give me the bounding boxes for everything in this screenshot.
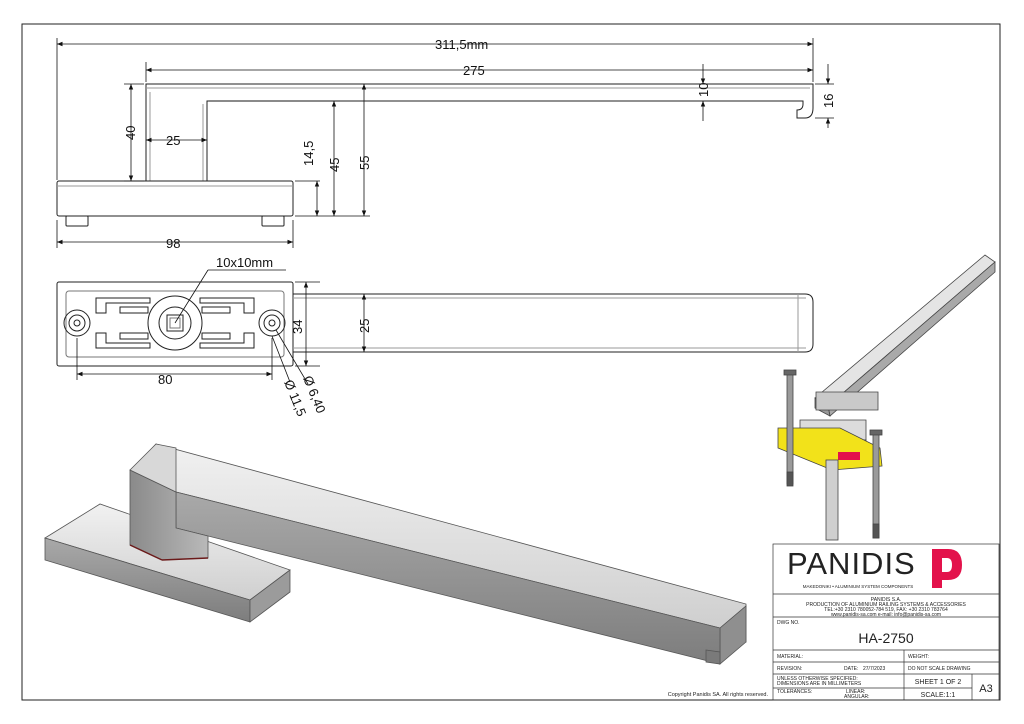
top-view-dimensions <box>76 269 367 385</box>
front-view-dimensions <box>56 38 834 248</box>
weight-label: WEIGHT: <box>908 654 929 660</box>
dim-base-height-3: 55 <box>357 156 372 170</box>
dim-overall-length: 311,5mm <box>435 37 488 52</box>
unless-note-2: DIMENSIONS ARE IN MILLIMETERS <box>777 681 862 687</box>
brand-tagline: MAKEDONIKI • ALUMINIUM SYSTEM COMPONENTS <box>803 584 914 589</box>
angular-label: ANGULAR: <box>844 694 870 700</box>
brand-logo-text: PANIDIS <box>787 546 916 581</box>
drawing-scale: SCALE:1:1 <box>921 692 956 699</box>
dim-square-spindle: 10x10mm <box>216 255 273 270</box>
sheet-border <box>21 23 1001 701</box>
sheet-size: A3 <box>979 683 992 695</box>
dim-neck-width: 25 <box>166 133 180 148</box>
dwg-no-label: DWG NO. <box>777 620 800 626</box>
date-label: DATE: <box>844 666 858 672</box>
unless-note-1: UNLESS OTHERWISE SPECIFIED: <box>777 676 858 682</box>
company-phone: TEL:+30 2310 780052-784 519, FAX: +30 23… <box>824 607 948 613</box>
title-block <box>772 543 1000 701</box>
front-view <box>56 83 814 227</box>
dim-base-height-1: 14,5 <box>301 141 316 166</box>
company-description: PRODUCTION OF ALUMINIUM RAILING SYSTEMS … <box>806 602 966 608</box>
no-scale-note: DO NOT SCALE DRAWING <box>908 666 971 672</box>
dim-lever-length: 275 <box>463 63 485 78</box>
company-web: www.panidis-sa.com e-mail: info@panidis-… <box>831 612 941 618</box>
drawing-date: 27/7/2023 <box>863 666 885 672</box>
dim-lever-thickness: 10 <box>696 83 711 97</box>
drawing-number: HA-2750 <box>858 630 913 646</box>
brand-logo-mark <box>932 549 962 588</box>
dim-base-width: 34 <box>290 320 305 334</box>
company-name: PANIDIS S.A. <box>871 597 901 603</box>
material-label: MATERIAL: <box>777 654 803 660</box>
tolerances-label: TOLERANCES: <box>777 689 812 695</box>
top-view <box>56 281 814 367</box>
linear-label: LINEAR: <box>846 689 865 695</box>
sheet-number: SHEET 1 OF 2 <box>915 679 962 686</box>
revision-label: REVISION: <box>777 666 802 672</box>
dim-neck-height: 40 <box>123 126 138 140</box>
dim-base-length: 98 <box>166 236 180 251</box>
exploded-view <box>777 254 996 541</box>
dim-lever-tip-height: 16 <box>821 94 836 108</box>
isometric-view <box>44 443 747 665</box>
dim-screw-spacing: 80 <box>158 372 172 387</box>
dim-lever-width: 25 <box>357 319 372 333</box>
copyright-note: Copyright Panidis SA. All rights reserve… <box>668 692 769 698</box>
dim-base-height-2: 45 <box>327 158 342 172</box>
